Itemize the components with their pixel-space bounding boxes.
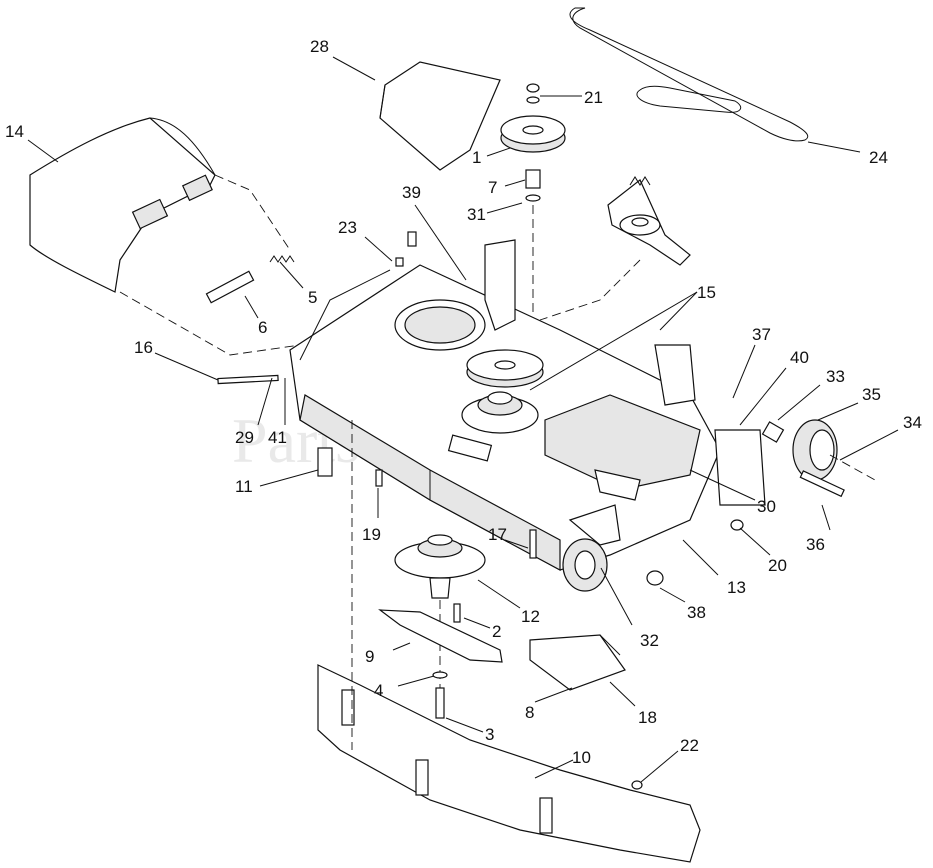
- callout-14: 14: [5, 122, 24, 141]
- callout-23: 23: [338, 218, 357, 237]
- callout-20: 20: [768, 556, 787, 575]
- leader-lines: [27, 56, 899, 783]
- callout-33: 33: [826, 367, 845, 386]
- callout-38: 38: [687, 603, 706, 622]
- blade-hardware: [378, 603, 503, 719]
- callout-28: 28: [310, 37, 329, 56]
- callout-30: 30: [757, 497, 776, 516]
- idler-arm-assembly: [539, 176, 691, 321]
- callout-41: 41: [268, 428, 287, 447]
- callout-21: 21: [584, 88, 603, 107]
- callout-labels: 21 1 7 31 28 24 14 5 6 23 39 15 16 29 41…: [5, 37, 922, 767]
- callout-4: 4: [374, 681, 383, 700]
- anti-scalp-roller: [714, 419, 876, 506]
- callout-13: 13: [727, 578, 746, 597]
- callout-36: 36: [806, 535, 825, 554]
- callout-34: 34: [903, 413, 922, 432]
- callout-15: 15: [697, 283, 716, 302]
- callout-39: 39: [402, 183, 421, 202]
- discharge-chute: [29, 117, 216, 293]
- callout-2: 2: [492, 622, 501, 641]
- callout-16: 16: [134, 338, 153, 357]
- callout-18: 18: [638, 708, 657, 727]
- belt-cover: [379, 61, 501, 171]
- callout-31: 31: [467, 205, 486, 224]
- callout-19: 19: [362, 525, 381, 544]
- callout-10: 10: [572, 748, 591, 767]
- callout-11: 11: [235, 477, 253, 496]
- callout-24: 24: [869, 148, 888, 167]
- drive-belts: [569, 7, 809, 142]
- callout-22: 22: [680, 736, 699, 755]
- callout-5: 5: [308, 288, 317, 307]
- callout-12: 12: [521, 607, 540, 626]
- deck-pulleys: [461, 349, 544, 434]
- callout-40: 40: [790, 348, 809, 367]
- callout-8: 8: [525, 703, 534, 722]
- skid: [529, 634, 626, 691]
- callout-17: 17: [488, 525, 507, 544]
- callout-29: 29: [235, 428, 254, 447]
- callout-6: 6: [258, 318, 267, 337]
- front-caster-wheel: [562, 504, 621, 592]
- callout-37: 37: [752, 325, 771, 344]
- callout-7: 7: [488, 178, 497, 197]
- callout-32: 32: [640, 631, 659, 650]
- callout-35: 35: [862, 385, 881, 404]
- callout-9: 9: [365, 647, 374, 666]
- callout-1: 1: [472, 148, 481, 167]
- spindle-assembly: [394, 534, 486, 690]
- baffle: [317, 420, 701, 863]
- callout-3: 3: [485, 725, 494, 744]
- chute-rod-and-spring: [119, 174, 301, 356]
- top-pulley-stack: [500, 83, 566, 330]
- deck-hardware: [217, 231, 744, 790]
